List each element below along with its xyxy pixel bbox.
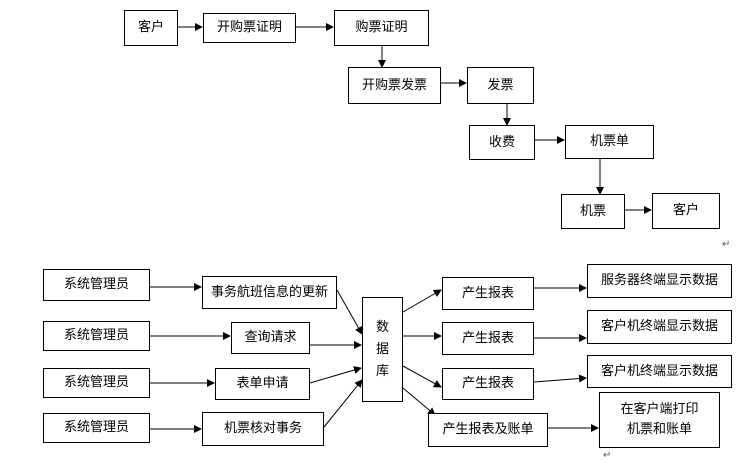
database-char-2: 据 [375, 341, 389, 357]
customer-box-1: 客户 [124, 10, 178, 46]
issue-cert-label: 开购票证明 [216, 20, 282, 35]
ticket-check-task-label: 机票核对事务 [223, 421, 302, 436]
query-task-box: 查询请求 [231, 322, 310, 354]
arrow-form-to-db [309, 366, 362, 384]
report-label-1: 产生报表 [461, 285, 514, 301]
arrow-ticket-check-to-db [323, 379, 363, 428]
invoice-label: 发票 [487, 77, 514, 93]
admin-box-4: 系统管理员 [43, 413, 150, 443]
admin-box-1: 系统管理员 [43, 269, 150, 301]
form-task-box: 表单申请 [215, 368, 310, 400]
server-display-label: 服务器终端显示数据 [600, 273, 718, 288]
server-display-box: 服务器终端显示数据 [587, 264, 732, 298]
update-task-label: 事务航班信息的更新 [210, 284, 328, 300]
client-display-box-2: 客户机终端显示数据 [587, 355, 732, 388]
client-display-label-1: 客户机终端显示数据 [600, 319, 718, 334]
arrow-update-to-db [336, 289, 363, 335]
form-task-label: 表单申请 [236, 376, 289, 391]
ticket-check-task-box: 机票核对事务 [202, 412, 324, 446]
ticket-label: 机票 [579, 203, 606, 219]
arrow-db-to-report-bill [402, 387, 436, 416]
return-mark-2: ↵ [603, 450, 612, 461]
arrow-db-to-report3 [402, 365, 442, 388]
charge-box: 收费 [469, 125, 535, 160]
query-task-label: 查询请求 [244, 330, 297, 345]
report-box-3: 产生报表 [442, 368, 534, 400]
admin-label-1: 系统管理员 [63, 277, 129, 292]
customer-label-1: 客户 [137, 20, 164, 35]
database-char-3: 库 [375, 363, 389, 379]
admin-label-3: 系统管理员 [63, 375, 129, 390]
admin-box-3: 系统管理员 [43, 368, 150, 398]
report-bill-label: 产生报表及账单 [442, 422, 534, 437]
customer-label-2: 客户 [672, 203, 699, 218]
admin-label-4: 系统管理员 [63, 420, 129, 435]
update-task-box: 事务航班信息的更新 [202, 276, 337, 309]
database-char-1: 数 [375, 319, 389, 335]
ticket-slip-box: 机票单 [565, 125, 654, 159]
purchase-cert-box: 购票证明 [334, 10, 429, 46]
issue-invoice-label: 开购票发票 [361, 77, 427, 93]
ticket-box: 机票 [561, 194, 625, 229]
purchase-cert-label: 购票证明 [355, 20, 408, 35]
print-label-line-1: 在客户端打印 [620, 402, 699, 417]
arrow-report3-to-client-display [533, 374, 587, 383]
database-box: 数 据 库 [362, 297, 403, 402]
ticket-slip-label: 机票单 [589, 134, 629, 149]
print-label-line-2: 机票和账单 [626, 422, 692, 437]
invoice-box: 发票 [467, 67, 534, 104]
arrow-db-to-report1 [402, 289, 442, 313]
charge-label: 收费 [488, 134, 515, 150]
client-display-box-1: 客户机终端显示数据 [587, 310, 732, 344]
return-mark-1: ↵ [722, 239, 731, 250]
client-display-label-2: 客户机终端显示数据 [600, 363, 718, 379]
report-box-1: 产生报表 [442, 277, 534, 310]
admin-box-2: 系统管理员 [43, 321, 150, 351]
issue-invoice-box: 开购票发票 [348, 67, 441, 104]
customer-box-2: 客户 [652, 193, 720, 229]
report-label-2: 产生报表 [461, 330, 514, 346]
admin-label-2: 系统管理员 [63, 328, 129, 343]
report-label-3: 产生报表 [461, 376, 514, 391]
report-bill-box: 产生报表及账单 [428, 413, 548, 447]
issue-cert-box: 开购票证明 [203, 13, 296, 43]
report-box-2: 产生报表 [442, 322, 534, 355]
print-box: 在客户端打印 机票和账单 [599, 392, 720, 448]
